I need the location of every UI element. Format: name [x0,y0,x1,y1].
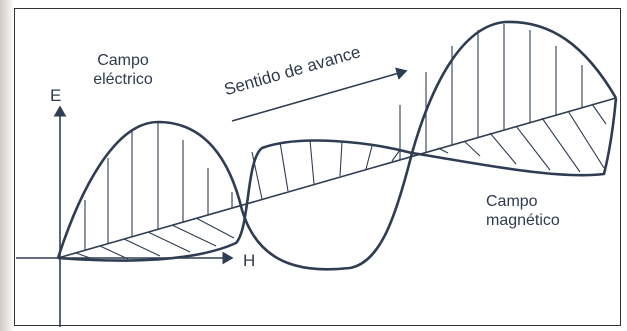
electric-field-label-line1: Campo [78,51,168,70]
electric-field-label-line2: eléctrico [78,70,168,89]
magnetic-field-label: Campo magnético [486,192,560,230]
magnetic-field-label-line2: magnético [486,211,560,230]
propagation-axis [58,98,616,258]
h-axis-label: H [243,251,255,270]
magnetic-field-label-line1: Campo [486,192,560,211]
electric-field-label: Campo eléctrico [78,51,168,89]
e-axis-label: E [50,86,61,105]
magnetic-field-hatching [76,104,606,259]
